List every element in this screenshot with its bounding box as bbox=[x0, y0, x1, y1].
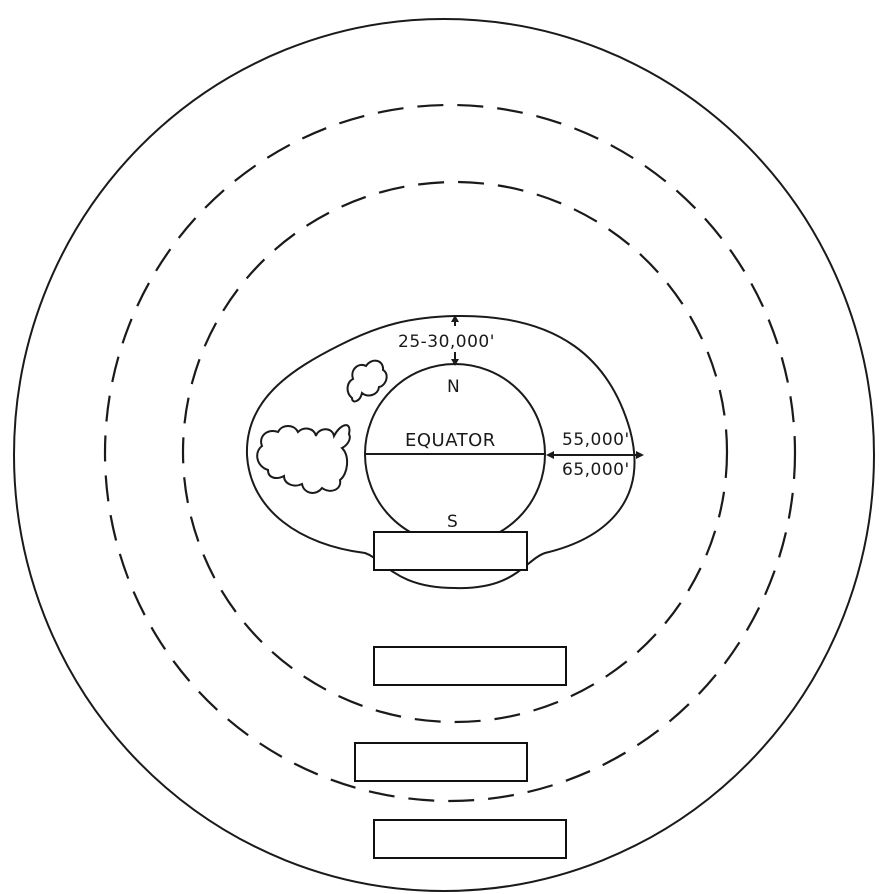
south-pole-label: S bbox=[447, 512, 458, 532]
equatorial-arrow-left-head bbox=[546, 451, 554, 459]
answer-box-1[interactable] bbox=[373, 531, 528, 571]
polar-height-label: 25-30,000' bbox=[398, 332, 495, 352]
equator-label: EQUATOR bbox=[405, 430, 496, 451]
equatorial-height-label-2: 65,000' bbox=[562, 460, 630, 480]
cloud-small bbox=[346, 359, 388, 403]
cloud-large bbox=[256, 424, 351, 494]
equatorial-arrow-right-head bbox=[636, 451, 644, 459]
answer-box-2[interactable] bbox=[373, 646, 567, 686]
outer-boundary-circle bbox=[13, 18, 875, 892]
polar-arrow-up-head bbox=[451, 315, 459, 322]
north-pole-label: N bbox=[447, 377, 460, 397]
dashed-layer-inner bbox=[181, 180, 729, 724]
answer-box-3[interactable] bbox=[354, 742, 528, 782]
answer-box-4[interactable] bbox=[373, 819, 567, 859]
dashed-layer-outer bbox=[103, 103, 797, 803]
polar-arrow-down-head bbox=[451, 359, 459, 366]
troposphere-shape bbox=[245, 314, 636, 590]
equatorial-height-label-1: 55,000' bbox=[562, 430, 630, 450]
